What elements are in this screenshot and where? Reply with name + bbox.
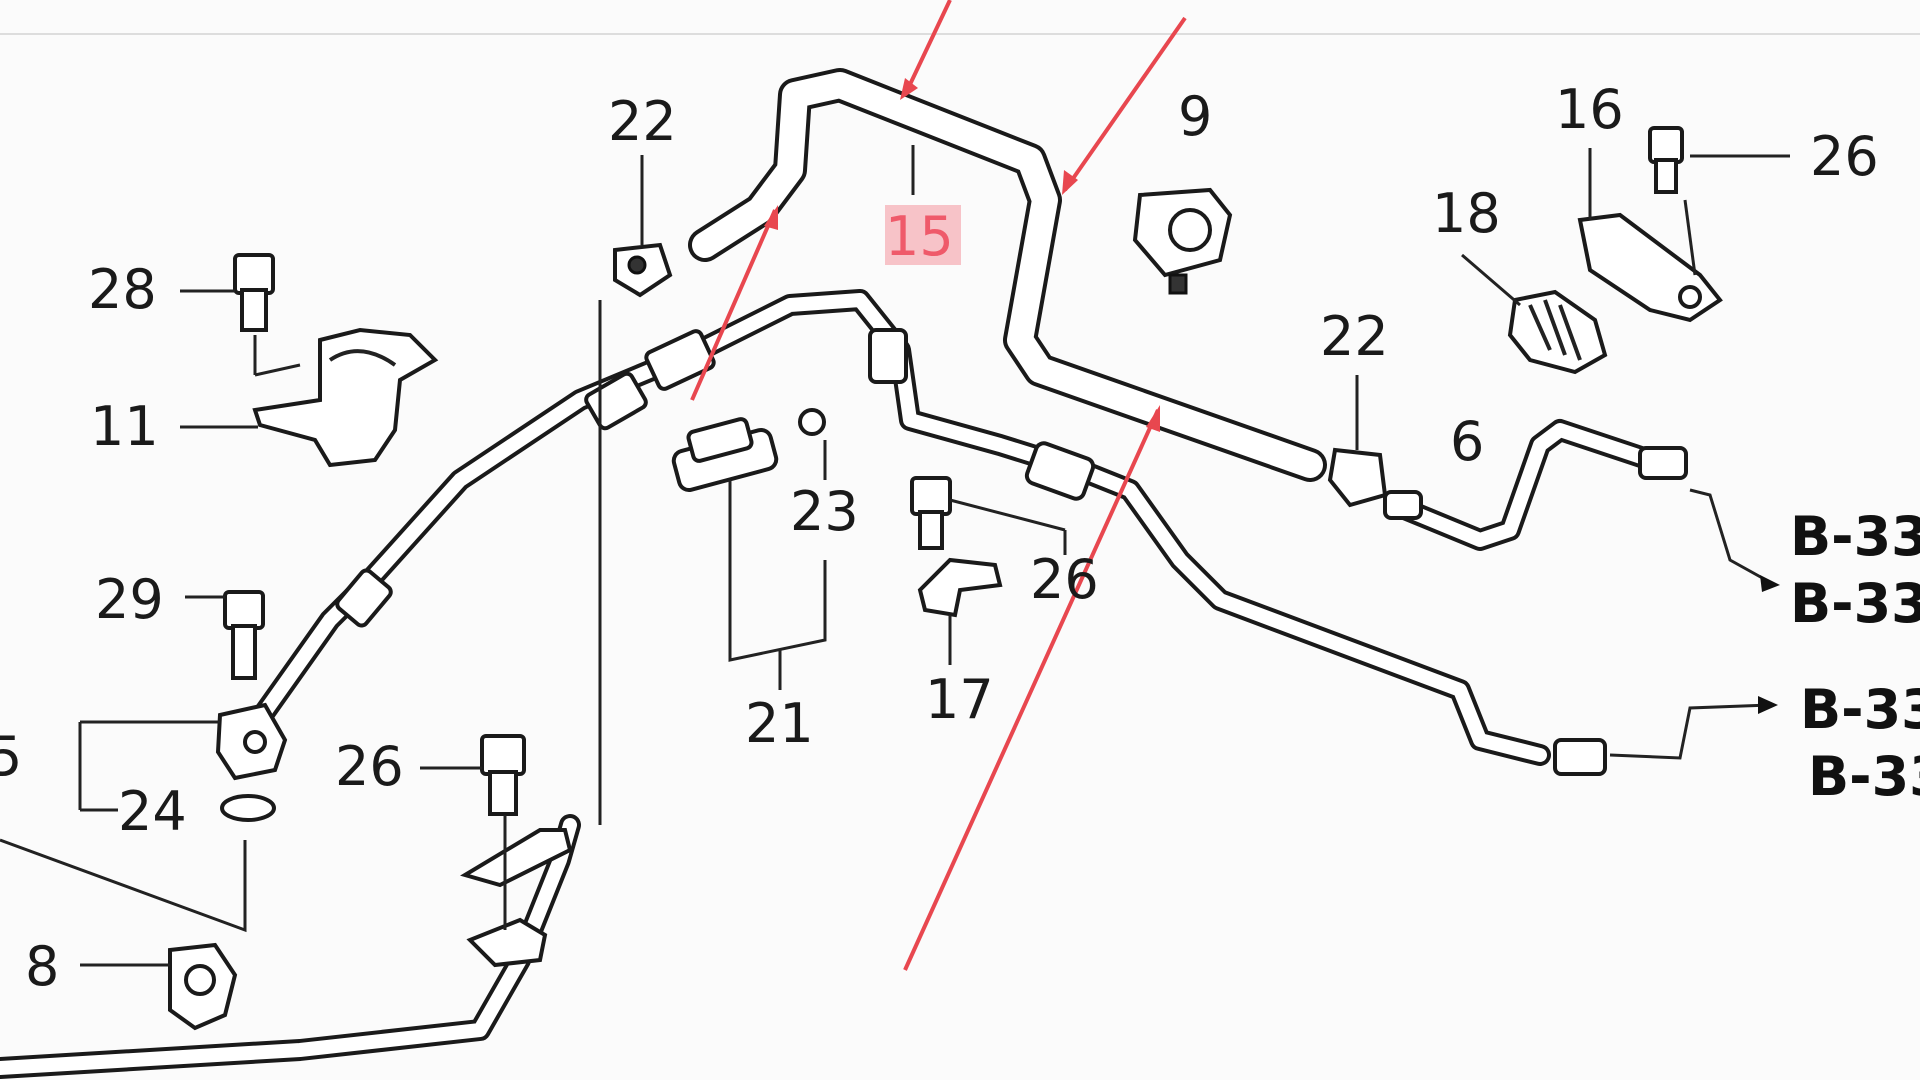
label-15: 15 bbox=[885, 205, 954, 268]
label-9: 9 bbox=[1178, 85, 1212, 148]
annotation-arrow-4 bbox=[903, 409, 1160, 971]
label-15-highlight-box bbox=[885, 205, 961, 265]
label-17: 17 bbox=[925, 668, 994, 731]
label-26-middle: 26 bbox=[1030, 548, 1099, 611]
part-28-bolt bbox=[180, 253, 301, 377]
label-26-top-right: 26 bbox=[1810, 125, 1879, 188]
part-17-clamp bbox=[917, 557, 1003, 665]
part-6-pipe bbox=[1383, 419, 1688, 551]
label-28: 28 bbox=[88, 258, 157, 321]
label-26-lower: 26 bbox=[335, 735, 404, 798]
ref-b33-3: B-33 bbox=[1800, 678, 1920, 741]
part-8-clamp bbox=[80, 942, 238, 1031]
part-16-bracket bbox=[1577, 148, 1723, 323]
label-29: 29 bbox=[95, 568, 164, 631]
label-6: 6 bbox=[1450, 410, 1484, 473]
annotation-arrow-1 bbox=[903, 0, 952, 96]
part-29-bolt bbox=[185, 590, 265, 680]
part-26-bolt-lower bbox=[420, 734, 526, 816]
part-22-clip-left bbox=[598, 155, 673, 825]
part-lower-clip-assembly bbox=[460, 815, 573, 968]
reference-arrows bbox=[1609, 488, 1780, 760]
part-26-bolt-middle bbox=[910, 476, 1067, 555]
part-15-hose bbox=[688, 68, 1327, 482]
annotation-arrowhead-3 bbox=[764, 205, 778, 230]
part-11-bracket bbox=[180, 327, 439, 468]
annotation-arrow-3 bbox=[690, 209, 777, 401]
part-5-fitting bbox=[78, 702, 288, 812]
part-9-clamp bbox=[1132, 187, 1233, 295]
part-24-washer bbox=[0, 794, 276, 933]
label-24: 24 bbox=[118, 780, 187, 843]
part-22-clip-right bbox=[1327, 375, 1388, 508]
label-11: 11 bbox=[90, 395, 159, 458]
ref-b33-2: B-33 bbox=[1790, 572, 1920, 635]
ref-b33-1: B-33 bbox=[1790, 505, 1920, 568]
label-22-right: 22 bbox=[1320, 305, 1389, 368]
ref-b33-4: B-33 bbox=[1808, 745, 1920, 808]
part-main-pipe bbox=[0, 289, 1607, 1079]
part-18-grommet bbox=[1461, 253, 1608, 375]
label-16: 16 bbox=[1555, 78, 1624, 141]
annotation-arrowhead-1 bbox=[900, 78, 918, 100]
label-5: 5 bbox=[0, 725, 22, 788]
label-23: 23 bbox=[790, 480, 859, 543]
label-8: 8 bbox=[25, 935, 59, 998]
annotation-arrowhead-4 bbox=[1146, 405, 1160, 432]
part-23-washer bbox=[798, 408, 827, 480]
annotation-arrow-2 bbox=[1063, 16, 1187, 192]
annotation-arrows bbox=[690, 0, 1187, 971]
label-22-left: 22 bbox=[608, 90, 677, 153]
label-21: 21 bbox=[745, 692, 814, 755]
label-18: 18 bbox=[1432, 182, 1501, 245]
part-21-fitting bbox=[671, 417, 827, 690]
annotation-arrowhead-2 bbox=[1062, 170, 1078, 195]
part-26-bolt-top-right bbox=[1648, 126, 1790, 276]
